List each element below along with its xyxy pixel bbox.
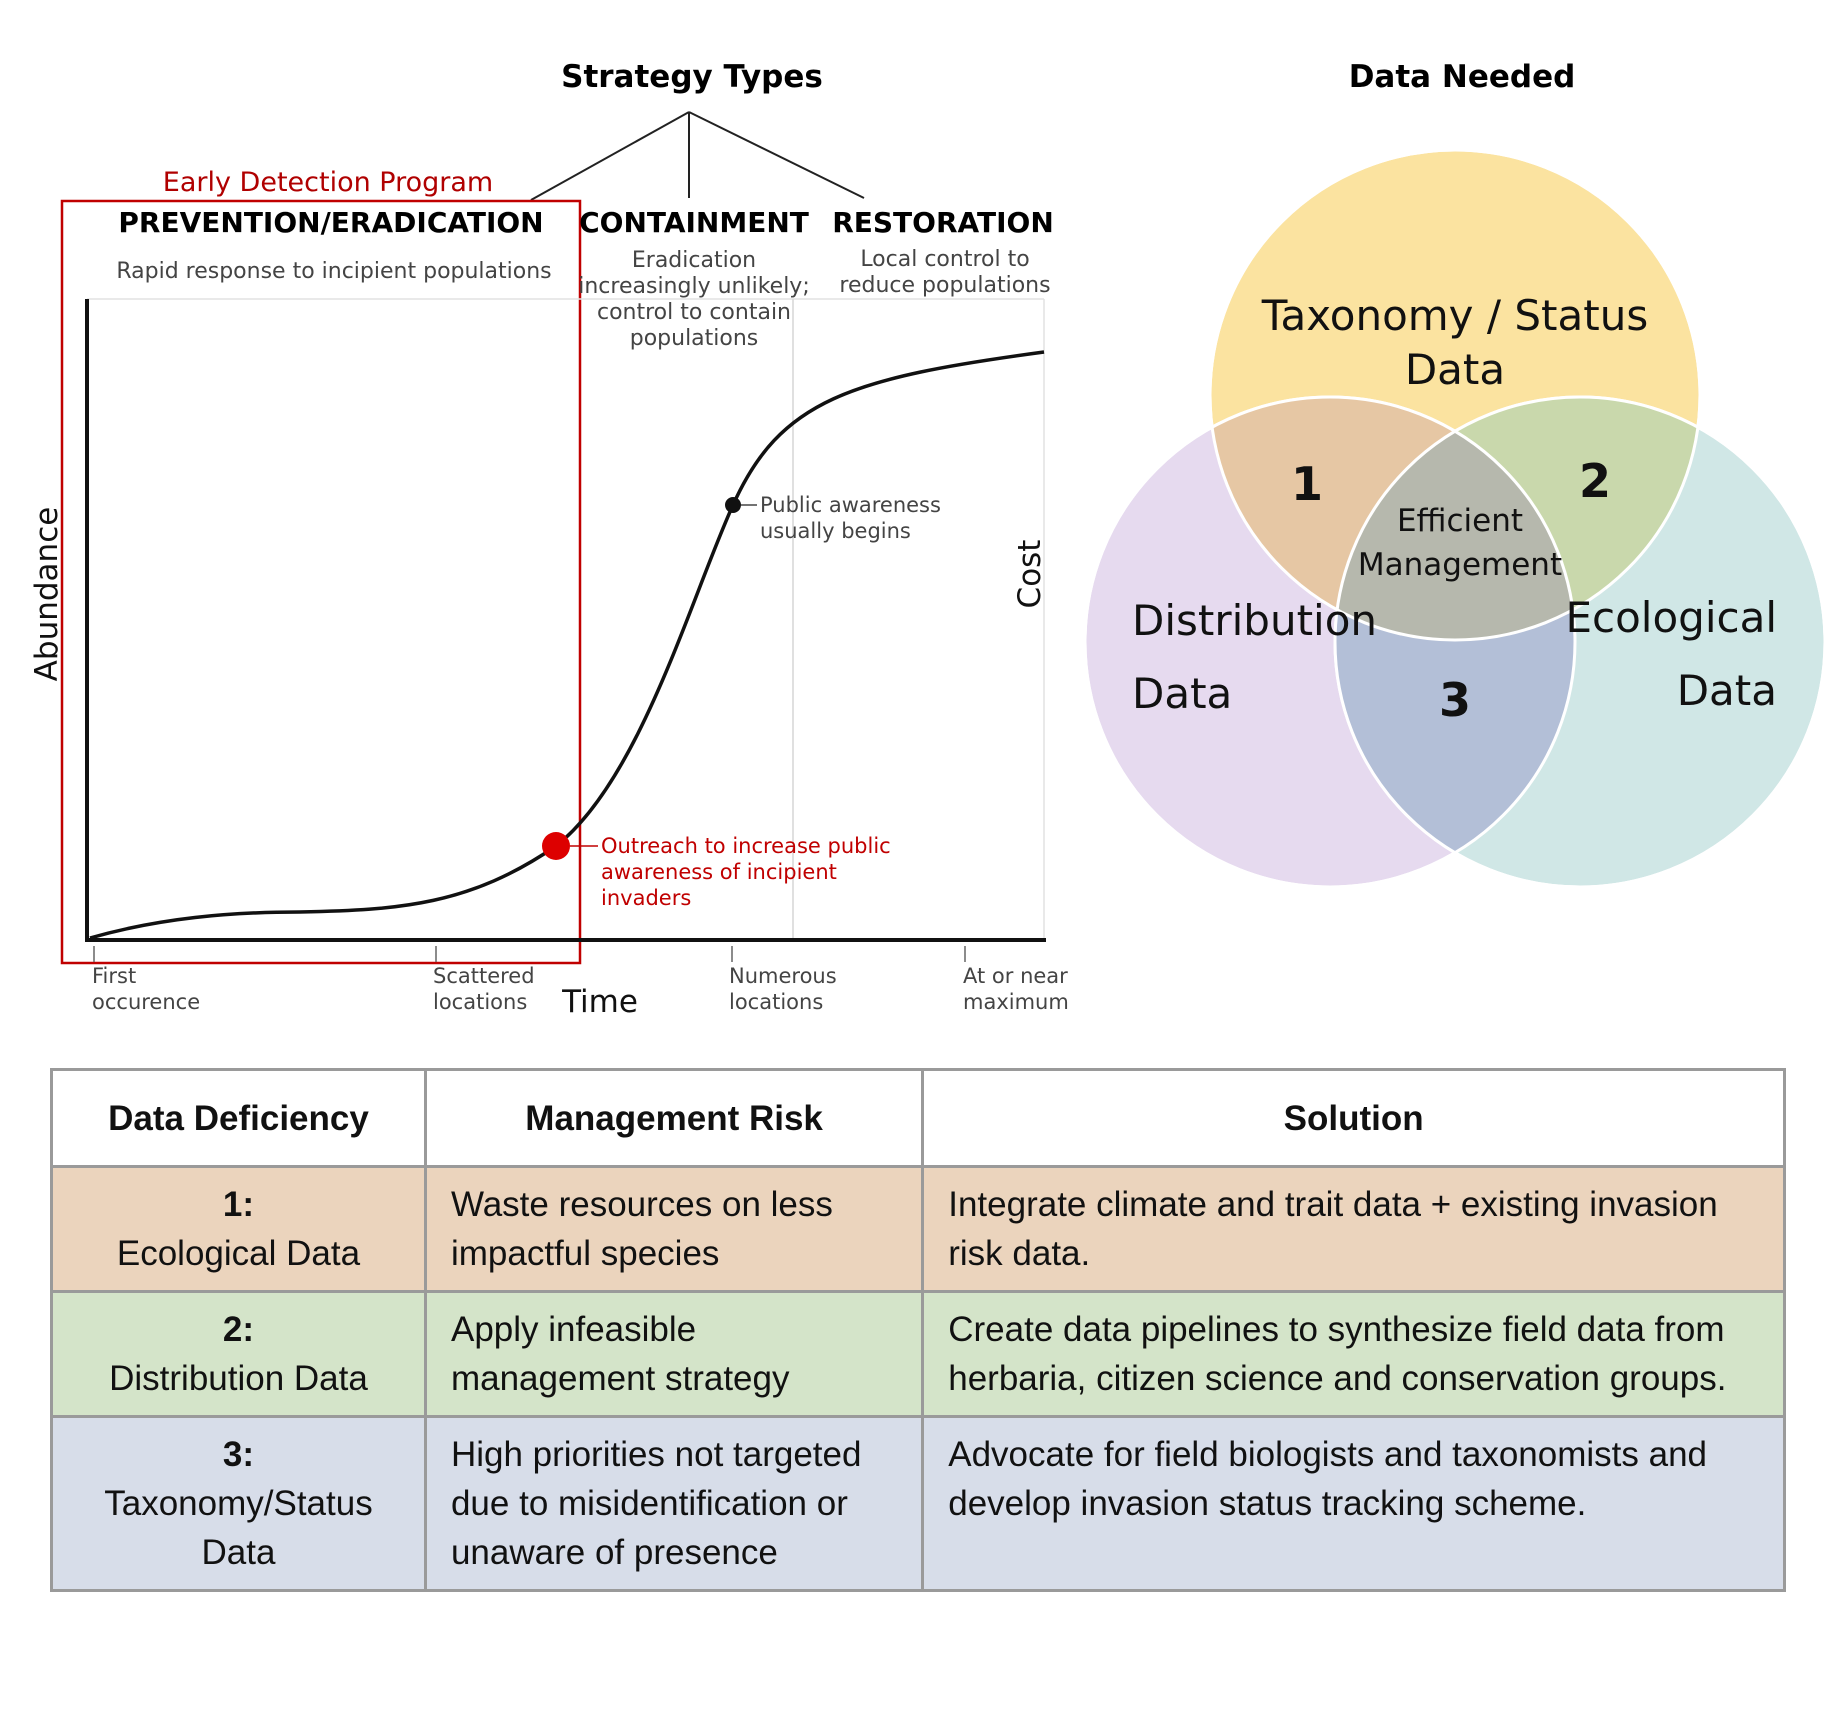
risk-cell: Apply infeasible management strategy <box>423 1290 925 1418</box>
table-header-row: Data Deficiency Management Risk Solution <box>50 1068 1786 1168</box>
outreach-text: invaders <box>601 886 691 910</box>
risk-cell: High priorities not targeted due to misi… <box>423 1415 925 1592</box>
tick-label: Scattered <box>433 964 535 988</box>
deficiency-number: 3: <box>222 1435 255 1474</box>
y-axis-label: Abundance <box>29 507 65 682</box>
venn-overlap-center <box>1335 397 1575 640</box>
table-row: 3: Taxonomy/Status Data High priorities … <box>50 1415 1786 1592</box>
heading-prevention: PREVENTION/ERADICATION <box>118 206 543 239</box>
desc-containment-line: increasingly unlikely; <box>578 274 809 299</box>
venn-taxonomy-label: Taxonomy / Status <box>1261 291 1648 340</box>
deficiency-number: 1: <box>222 1185 255 1224</box>
early-detection-box <box>60 199 582 965</box>
venn-region-1: 1 <box>1291 457 1323 511</box>
deficiency-number: 2: <box>222 1310 255 1349</box>
tick-label: maximum <box>963 990 1069 1014</box>
tick-label: locations <box>433 990 527 1014</box>
deficiency-label: Ecological Data <box>116 1234 361 1273</box>
desc-containment-line: control to contain <box>597 300 791 325</box>
desc-restoration-line: Local control to <box>860 247 1029 272</box>
deficiency-cell: 1: Ecological Data <box>50 1165 427 1293</box>
public-awareness-dot <box>725 497 741 513</box>
table-row: 2: Distribution Data Apply infeasible ma… <box>50 1290 1786 1418</box>
solution-cell: Advocate for field biologists and taxono… <box>921 1415 1786 1592</box>
tick-label: At or near <box>963 964 1068 988</box>
solution-cell: Create data pipelines to synthesize fiel… <box>921 1290 1786 1418</box>
venn-diagram <box>1083 148 1827 889</box>
deficiency-cell: 3: Taxonomy/Status Data <box>50 1415 427 1592</box>
tick-label: occurence <box>92 990 200 1014</box>
column-header: Data Deficiency <box>50 1068 427 1168</box>
desc-containment: Eradication increasingly unlikely; contr… <box>578 248 809 351</box>
table-row: 1: Ecological Data Waste resources on le… <box>50 1165 1786 1293</box>
invasion-curve <box>89 350 1045 940</box>
venn-center-label: Efficient <box>1397 503 1523 539</box>
public-awareness-text: usually begins <box>760 519 911 543</box>
tick-label: Numerous <box>729 964 837 988</box>
venn-ecological-label: Ecological <box>1565 593 1777 642</box>
venn-distribution-label: Data <box>1132 669 1232 718</box>
x-ticks <box>93 946 966 962</box>
venn-distribution-label: Distribution <box>1132 596 1377 645</box>
desc-containment-line: Eradication <box>632 248 756 273</box>
deficiency-label: Distribution Data <box>109 1359 368 1398</box>
outreach-text: Outreach to increase public <box>601 834 891 858</box>
venn-ecological-label: Data <box>1677 666 1777 715</box>
strategy-tree-lines <box>530 111 865 201</box>
risk-cell: Waste resources on less impactful specie… <box>423 1165 925 1293</box>
cost-label: Cost <box>1012 540 1048 609</box>
tick-label: First <box>92 964 136 988</box>
desc-containment-line: populations <box>630 326 759 351</box>
heading-restoration: RESTORATION <box>832 206 1054 239</box>
venn-region-2: 2 <box>1579 454 1611 508</box>
outreach-dot <box>542 832 570 860</box>
plot-frame <box>85 298 1046 942</box>
venn-region-3: 3 <box>1439 673 1471 727</box>
x-axis-label: Time <box>561 984 638 1020</box>
public-awareness-text: Public awareness <box>760 493 941 517</box>
early-detection-label: Early Detection Program <box>163 167 493 198</box>
column-header: Solution <box>921 1068 1786 1168</box>
strategy-title: Strategy Types <box>561 59 823 95</box>
deficiency-label: Taxonomy/Status Data <box>104 1484 373 1572</box>
desc-restoration-line: reduce populations <box>839 273 1050 298</box>
heading-containment: CONTAINMENT <box>579 206 809 239</box>
venn-taxonomy-label: Data <box>1405 345 1505 394</box>
desc-restoration: Local control to reduce populations <box>839 247 1050 298</box>
data-deficiency-table: Data Deficiency Management Risk Solution… <box>50 1068 1786 1592</box>
column-header: Management Risk <box>423 1068 925 1168</box>
desc-prevention: Rapid response to incipient populations <box>116 259 551 284</box>
tick-label: locations <box>729 990 823 1014</box>
venn-title: Data Needed <box>1349 59 1576 95</box>
deficiency-cell: 2: Distribution Data <box>50 1290 427 1418</box>
venn-center-label: Management <box>1358 547 1562 583</box>
solution-cell: Integrate climate and trait data + exist… <box>921 1165 1786 1293</box>
outreach-text: awareness of incipient <box>601 860 837 884</box>
